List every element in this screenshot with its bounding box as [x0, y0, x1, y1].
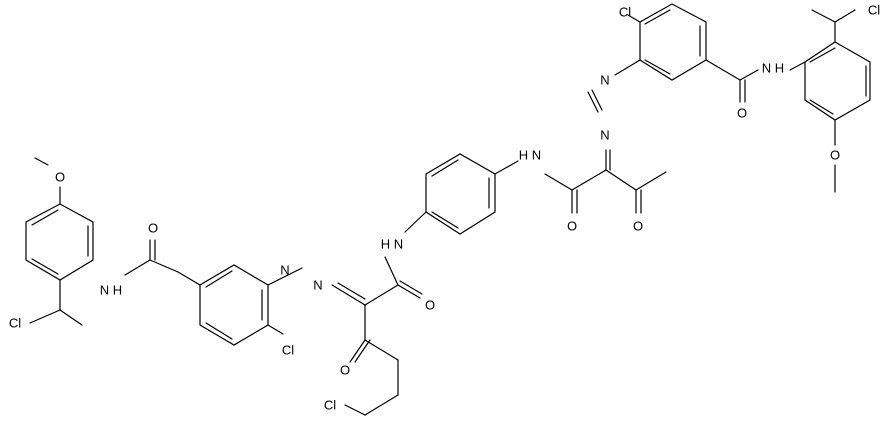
- label-o-amide-center-right: O: [567, 219, 577, 234]
- ring-central: [425, 153, 496, 235]
- bond-lines: [25, 3, 871, 416]
- ring-right-inner: [639, 3, 707, 81]
- ring-left-inner: [199, 264, 269, 346]
- label-cl-bottom-left: Cl: [9, 316, 21, 331]
- label-cl-top-right: Cl: [868, 3, 880, 18]
- label-n-azo-right-2: N: [600, 128, 609, 143]
- label-cl-ring-left: Cl: [282, 343, 294, 358]
- label-nh-amide-right: N H: [762, 61, 784, 76]
- ring-right-outer: [804, 41, 871, 121]
- label-o-methoxy-left: O: [55, 170, 65, 185]
- label-o-amide-center-left: O: [425, 298, 435, 313]
- label-nh-center-left: H N: [381, 237, 403, 252]
- label-o-amide-right: O: [737, 106, 747, 121]
- label-nh-center-right: H N: [519, 148, 541, 163]
- label-n-azo-right-1: N: [600, 73, 609, 88]
- label-n-azo-left-2: N: [313, 278, 322, 293]
- label-cl-ring-right: Cl: [619, 5, 631, 20]
- label-n-azo-left-1: N: [280, 263, 289, 278]
- label-o-amide-left: O: [148, 221, 158, 236]
- label-o-ketone-left: O: [340, 363, 350, 378]
- ring-left-outer: [25, 203, 94, 281]
- atom-labels: Cl Cl N H O O N N H N O O H N O N N O Cl…: [9, 3, 880, 413]
- label-o-ketone-right: O: [633, 219, 643, 234]
- label-o-methoxy-right: O: [830, 148, 840, 163]
- label-nh-amide-left: N H: [100, 283, 122, 298]
- label-cl-chain-end: Cl: [324, 398, 336, 413]
